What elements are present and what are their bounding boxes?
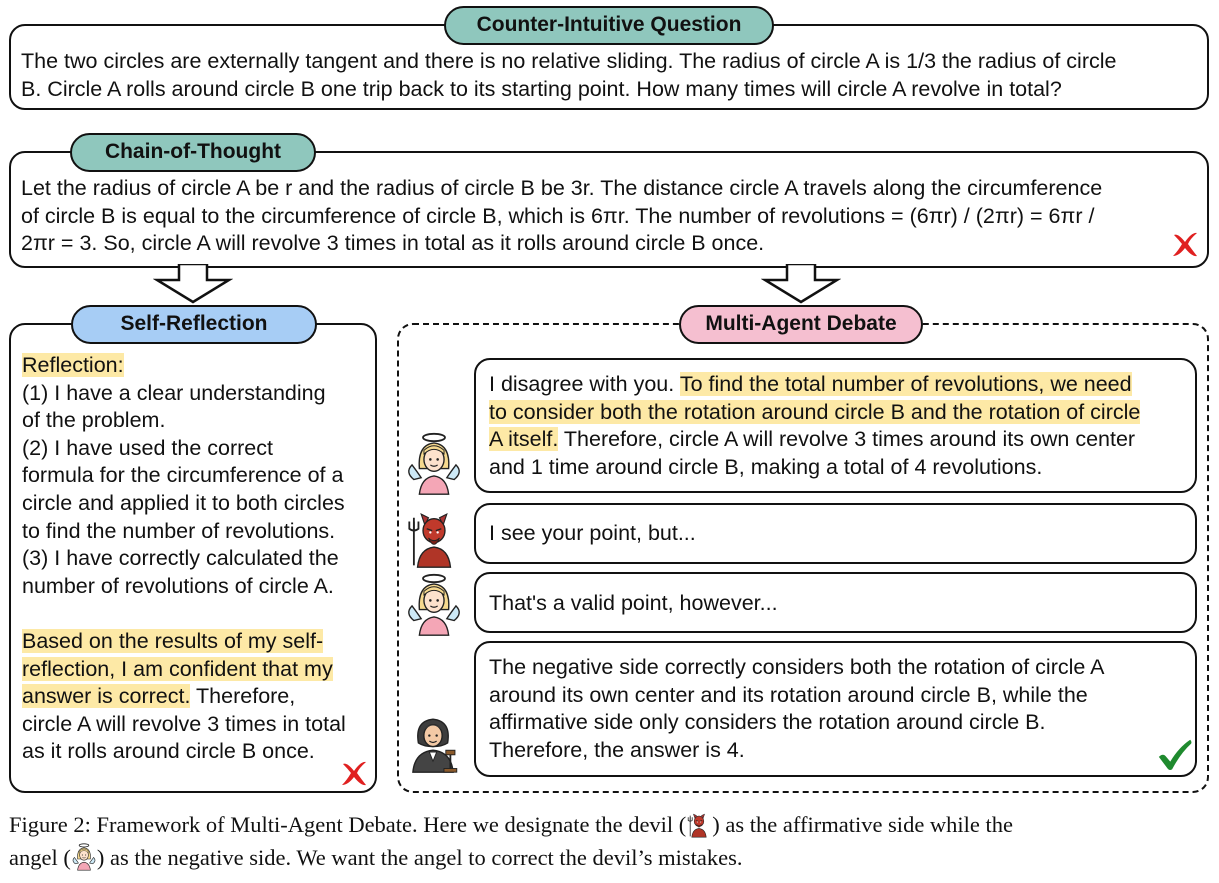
devil-message: I see your point, but... [489,521,696,545]
figure-caption: Figure 2: Framework of Multi-Agent Debat… [9,808,1214,874]
angel-bubble: I disagree with you. To find the total n… [474,358,1197,493]
caption-text: ) as the negative side. We want the ange… [96,845,743,870]
angel-text: and 1 time around circle B, making a tot… [489,454,1043,479]
reflection-line: (3) I have correctly calculated the [22,546,339,571]
judge-text: affirmative side only considers the rota… [489,710,1046,735]
angel-text: Therefore, circle A will revolve 3 times… [558,427,1136,452]
cot-line-1: Let the radius of circle A be r and the … [21,176,1103,200]
caption-text: angel ( [9,845,71,870]
angel-message: I disagree with you. To find the total n… [489,371,1189,481]
angel-bubble: That's a valid point, however... [474,572,1197,633]
reflection-heading: Reflection: [22,353,124,377]
caption-text: ) as the affirmative side while the [712,812,1014,837]
reflection-line: (2) I have used the correct [22,435,273,460]
judge-icon [405,710,461,774]
angel-message: That's a valid point, however... [489,591,778,615]
angel-text-highlight: To find the total number of revolutions,… [679,372,1132,396]
self-reflection-text: Reflection: (1) I have a clear understan… [22,352,374,766]
reflection-line: number of revolutions of circle A. [22,573,334,598]
question-line-2: B. Circle A rolls around circle B one tr… [21,76,1062,101]
caption-text: Figure 2: Framework of Multi-Agent Debat… [9,812,687,837]
arrow-down-icon [761,264,841,304]
judge-text: Therefore, the answer is 4. [489,737,745,762]
multi-agent-debate-tag: Multi-Agent Debate [679,305,923,344]
angel-icon [71,843,97,871]
arrow-down-icon [153,264,233,304]
angel-icon [406,573,462,637]
reflection-line: formula for the circumference of a [22,463,344,488]
reflection-conclusion: answer is correct. [22,684,191,709]
cot-text: Let the radius of circle A be r and the … [21,175,1196,258]
check-mark-icon [1156,737,1194,773]
reflection-line: circle and applied it to both circles [22,490,345,515]
reflection-line: to find the number of revolutions. [22,518,336,543]
judge-text: around its own center and its rotation a… [489,682,1088,707]
angel-text-highlight: A itself. [489,427,559,452]
cot-line-3: 2πr = 3. So, circle A will revolve 3 tim… [21,231,765,256]
devil-bubble: I see your point, but... [474,503,1197,564]
reflection-conclusion: circle A will revolve 3 times in total [22,711,346,736]
reflection-conclusion: as it rolls around circle B once. [22,739,315,764]
judge-message: The negative side correctly considers bo… [489,654,1189,764]
cross-mark-icon [1170,228,1200,260]
devil-icon [686,810,712,838]
reflection-conclusion: Based on the results of my self- [22,628,324,653]
judge-text: The negative side correctly considers bo… [489,655,1105,679]
reflection-conclusion: Therefore, [190,684,296,709]
angel-icon [406,432,462,496]
judge-bubble: The negative side correctly considers bo… [474,641,1197,777]
reflection-conclusion: reflection, I am confident that my [22,656,333,681]
cot-line-2: of circle B is equal to the circumferenc… [21,203,1095,228]
angel-text: I disagree with you. [489,372,680,396]
self-reflection-tag: Self-Reflection [71,305,317,344]
reflection-line: (1) I have a clear understanding [22,380,326,405]
question-tag: Counter-Intuitive Question [444,6,774,45]
cot-tag: Chain-of-Thought [70,133,316,172]
devil-icon [406,505,462,569]
angel-text-highlight: to consider both the rotation around cir… [489,399,1141,424]
question-line-1: The two circles are externally tangent a… [21,49,1117,73]
reflection-line: of the problem. [22,408,166,433]
self-reflection-box [9,323,377,793]
cross-mark-icon [339,757,369,789]
question-text: The two circles are externally tangent a… [21,48,1206,103]
